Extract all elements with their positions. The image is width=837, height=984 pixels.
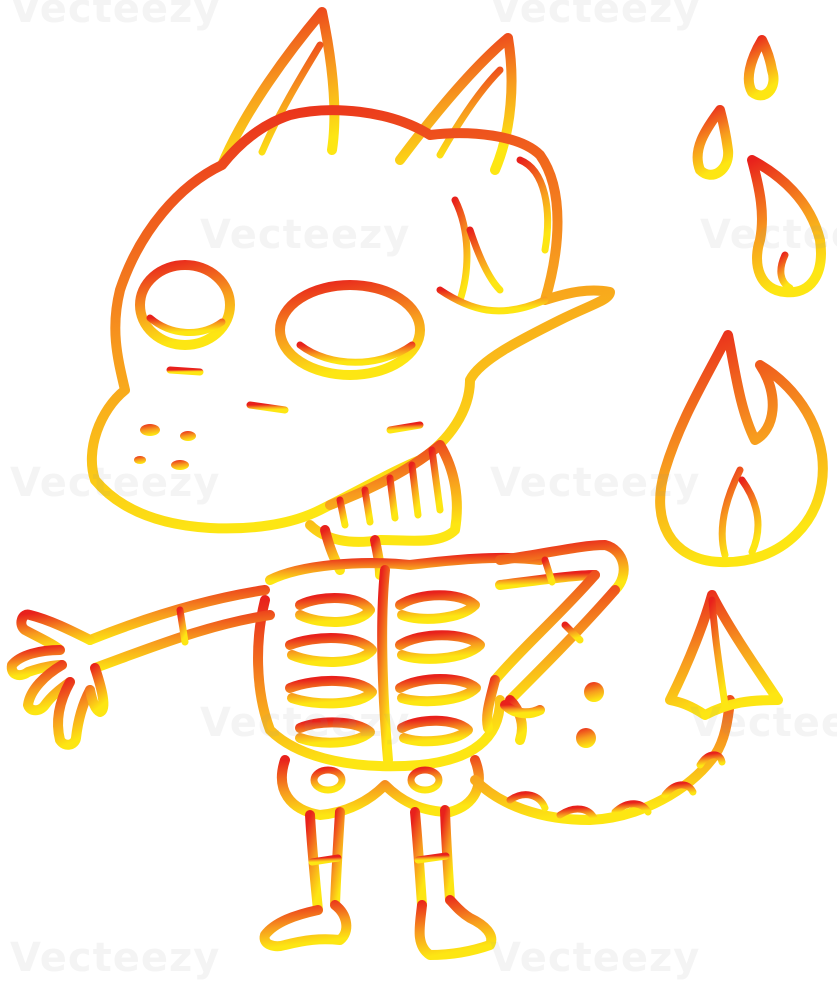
right-arm (490, 540, 629, 705)
skull (86, 105, 615, 547)
right-foot (414, 895, 497, 960)
right-horn (395, 33, 517, 175)
left-leg (305, 807, 345, 915)
tail (470, 695, 735, 825)
left-foot (259, 900, 352, 952)
left-arm (85, 585, 275, 673)
small-flames (692, 35, 826, 298)
pelvis (276, 755, 484, 820)
right-leg (410, 805, 455, 910)
tail-arrowhead (665, 590, 783, 720)
large-flame (655, 330, 828, 568)
right-eye-socket (275, 280, 425, 380)
left-hand (6, 609, 109, 750)
right-hand (482, 675, 604, 748)
left-eye-socket (135, 260, 235, 350)
